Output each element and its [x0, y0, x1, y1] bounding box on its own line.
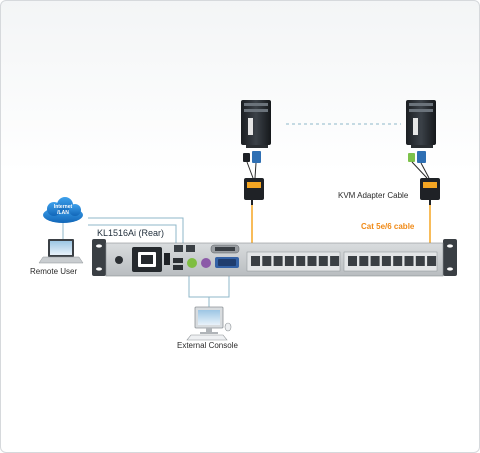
model-label: KL1516Ai (Rear) [97, 228, 165, 238]
kvm-port [427, 256, 437, 266]
kvm-adapter-cable-2 [408, 151, 440, 205]
kvm-port [296, 256, 306, 266]
cloud-icon [43, 197, 83, 223]
connection-lines [62, 217, 230, 307]
kvm-port [370, 256, 380, 266]
remote-user-label: Remote User [30, 267, 78, 276]
kvm-adapter-cable-label: KVM Adapter Cable [338, 191, 409, 200]
kvm-adapter-cable-1 [243, 151, 264, 205]
kvm-port [262, 256, 272, 266]
server-tower-1 [241, 100, 271, 148]
mouse-icon [224, 322, 232, 332]
laptop-icon [38, 239, 84, 264]
kvm-port [381, 256, 391, 266]
monitor-icon [194, 306, 224, 334]
cat-cable-label: Cat 5e/6 cable [361, 222, 415, 231]
kvm-port [284, 256, 294, 266]
kvm-port [273, 256, 283, 266]
kvm-port [348, 256, 357, 266]
kvm-port [404, 256, 414, 266]
cloud-label-line1: Internet [53, 204, 73, 210]
kvm-switch-chassis [92, 239, 457, 277]
kvm-port [393, 256, 403, 266]
kvm-port [318, 256, 328, 266]
cloud-label-line2: /LAN [57, 210, 69, 216]
kvm-port [307, 256, 317, 266]
kvm-port [330, 256, 340, 266]
server-tower-2 [406, 100, 436, 148]
external-console-label: External Console [177, 341, 238, 350]
kvm-port [415, 256, 425, 266]
kvm-port [359, 256, 369, 266]
kvm-port [251, 256, 260, 266]
keyboard-icon [186, 334, 228, 341]
